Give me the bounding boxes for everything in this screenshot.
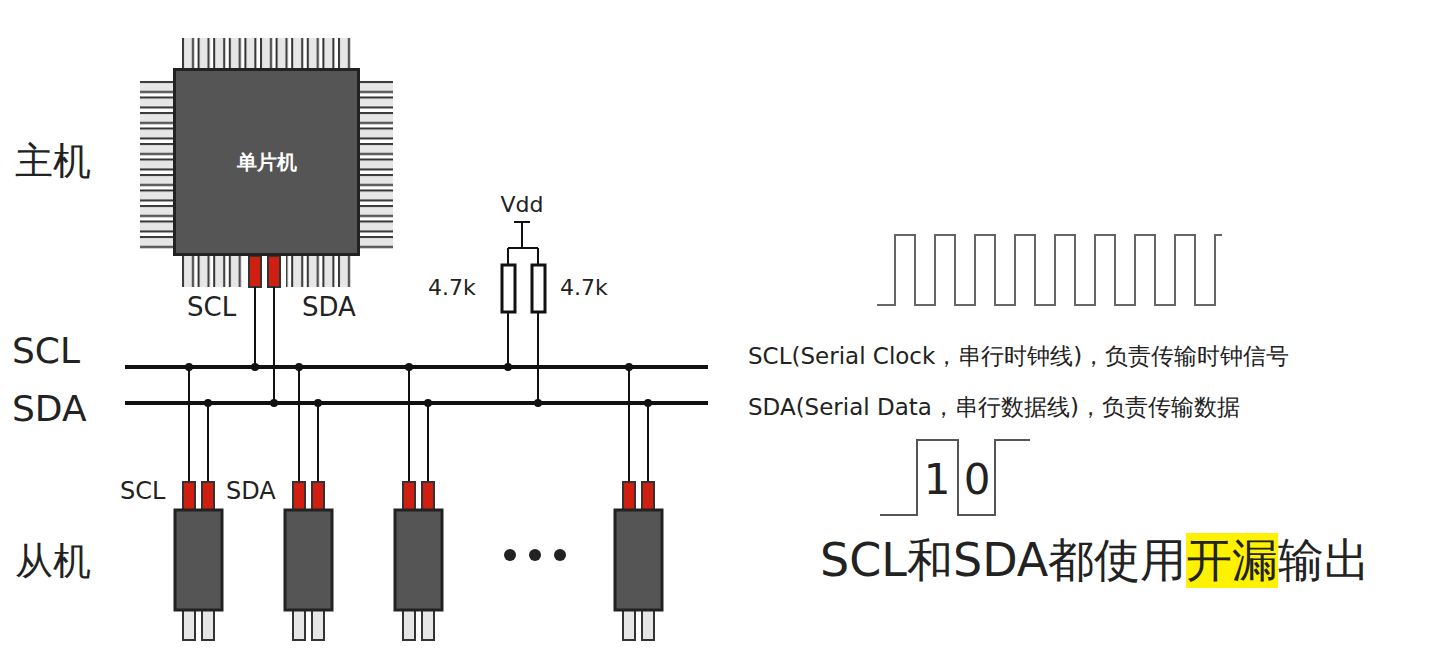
- headline-highlight: 开漏: [1186, 533, 1278, 588]
- clock-waveform: [877, 235, 1222, 305]
- mcu-pins: [140, 38, 393, 289]
- bus-name: SDA: [12, 388, 87, 429]
- bus-lines: [125, 287, 708, 403]
- description-text: SCL(Serial Clock，串行时钟线)，负责传输时钟信号: [748, 343, 1289, 369]
- data-waveform: [880, 440, 1030, 515]
- pin-name: SDA: [302, 293, 356, 323]
- supply-label: Vdd: [501, 192, 544, 217]
- role-label: 主机: [15, 140, 91, 184]
- bus-name: SCL: [12, 330, 80, 371]
- mcu-chip: 单片机: [173, 68, 360, 256]
- junction-dots: [185, 363, 652, 407]
- resistor-value: 4.7k: [560, 275, 608, 300]
- headline-text: 输出: [1278, 533, 1370, 588]
- headline-text: SCL和SDA都使用: [820, 533, 1186, 588]
- bit-value: 1: [924, 456, 951, 504]
- pull-up-resistors: [502, 222, 545, 403]
- description-text: SDA(Serial Data，串行数据线)，负责传输数据: [748, 394, 1240, 420]
- resistor-value: 4.7k: [428, 275, 476, 300]
- pin-name: SCL: [120, 478, 165, 506]
- pin-name: SCL: [187, 293, 236, 323]
- headline: SCL和SDA都使用开漏输出: [820, 533, 1370, 588]
- pin-name: SDA: [226, 478, 276, 506]
- role-label: 从机: [15, 540, 91, 584]
- slave-devices: [175, 367, 662, 640]
- chip-label: 单片机: [237, 149, 297, 176]
- bit-value: 0: [964, 456, 991, 504]
